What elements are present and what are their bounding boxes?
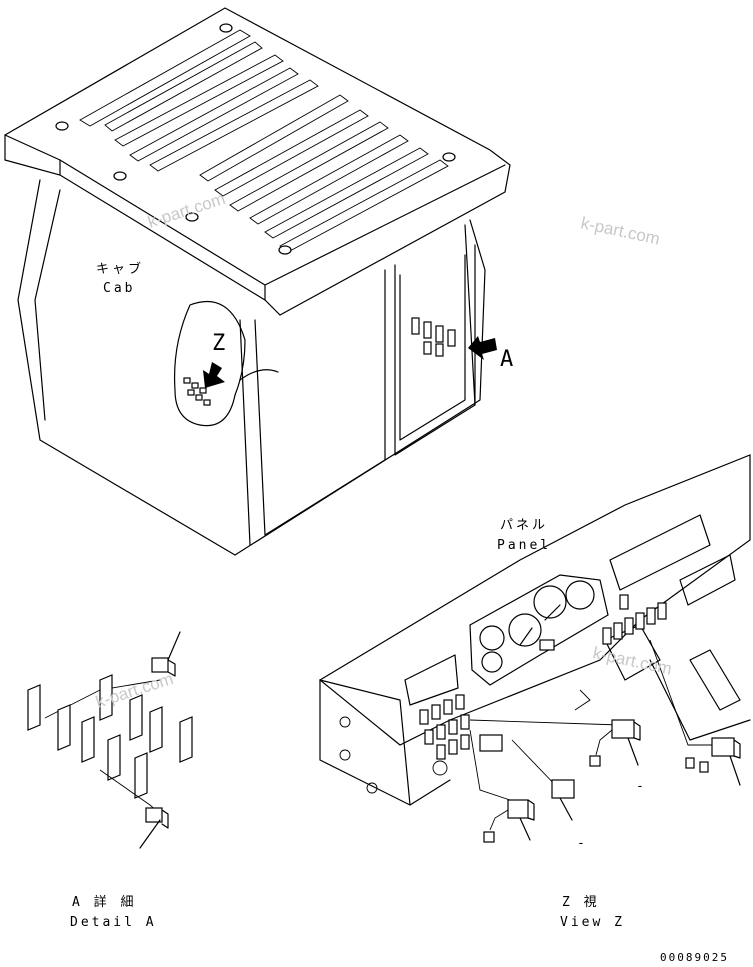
cab-switch-cluster <box>411 317 456 357</box>
cab-cutout-switches <box>183 377 211 406</box>
roof-slots <box>79 29 449 253</box>
connector-1 <box>507 799 529 819</box>
gauge-right <box>533 585 567 619</box>
view-z-illustration <box>318 454 751 843</box>
detail-a-label-jp: A 詳 細 <box>72 894 136 910</box>
callout-z: Z <box>212 331 225 356</box>
view-z-label-jp: Z 視 <box>562 895 600 910</box>
detail-a-label-en: Detail A <box>70 915 157 930</box>
detail-a-brackets <box>27 674 193 799</box>
cab-label-jp: キャブ <box>96 261 144 277</box>
switch-bank-right <box>602 594 667 645</box>
panel-label-jp: パネル <box>500 518 548 533</box>
connector-2 <box>611 719 635 739</box>
connector-4 <box>551 779 575 799</box>
roof-bolts <box>55 23 456 255</box>
detail-a-illustration <box>27 631 193 849</box>
switch-bank-left <box>419 694 503 760</box>
watermark: k-part.com <box>591 643 673 678</box>
panel-label-en: Panel <box>497 538 551 553</box>
gauge-center <box>508 613 542 647</box>
gauge-left <box>479 625 505 651</box>
cab-label-en: Cab <box>103 281 135 296</box>
cab-roof <box>4 7 511 316</box>
dash-mark-1: - <box>636 779 647 794</box>
connector-3 <box>711 737 735 757</box>
watermark: k-part.com <box>579 213 661 248</box>
cab-body <box>17 179 486 556</box>
arrow-z-icon <box>203 362 225 388</box>
cab-illustration <box>4 7 511 556</box>
callout-a: A <box>500 347 513 372</box>
view-z-label-en: View Z <box>560 915 625 930</box>
cab-cutout <box>174 301 246 427</box>
drawing-number: 00089025 <box>660 951 729 962</box>
arrow-a-icon <box>468 336 497 360</box>
dash-mark-2: - <box>577 836 588 851</box>
